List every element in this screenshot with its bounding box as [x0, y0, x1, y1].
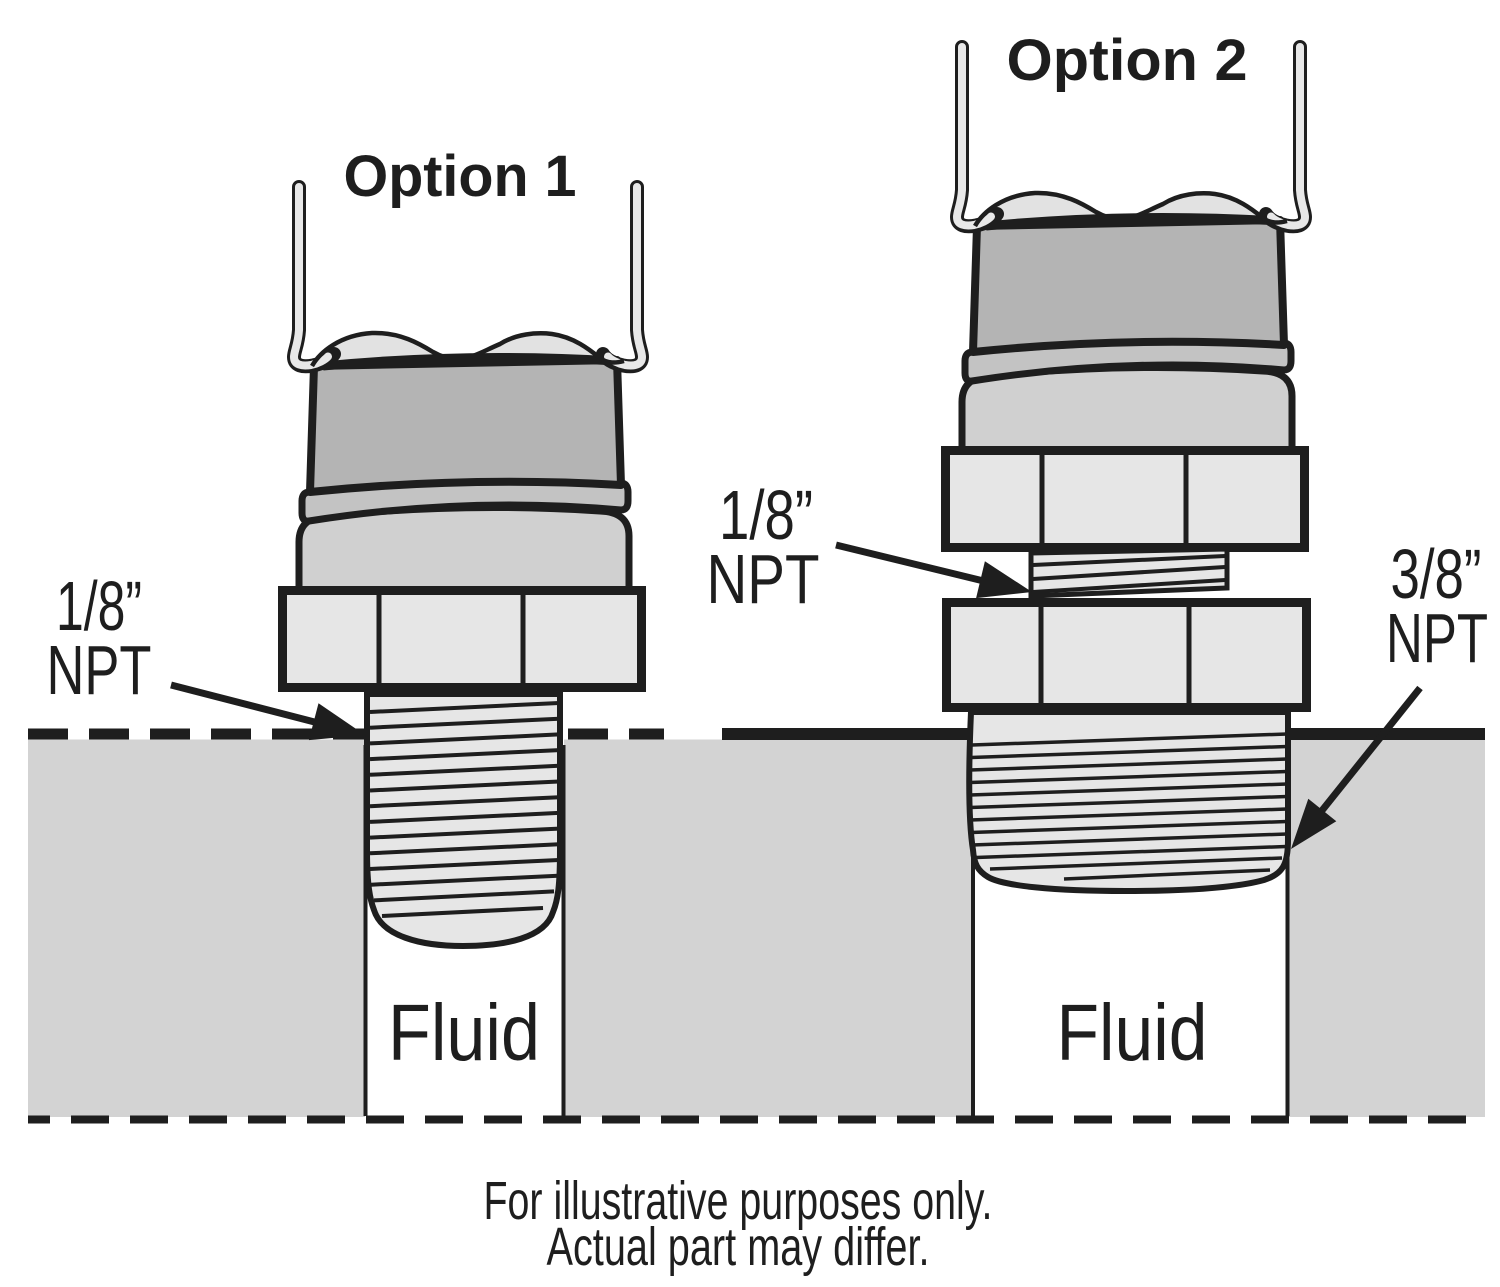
svg-text:Option 2: Option 2 [1007, 28, 1248, 93]
svg-text:For illustrative purposes only: For illustrative purposes only. [484, 1171, 993, 1231]
svg-text:Fluid: Fluid [1057, 988, 1208, 1077]
svg-text:1/8”: 1/8” [56, 567, 142, 645]
svg-text:Fluid: Fluid [388, 988, 540, 1077]
svg-text:1/8”: 1/8” [719, 476, 813, 554]
svg-text:Option 1: Option 1 [344, 144, 577, 209]
svg-text:Actual part may differ.: Actual part may differ. [547, 1217, 930, 1277]
svg-text:NPT: NPT [1386, 599, 1488, 677]
svg-text:NPT: NPT [47, 631, 152, 709]
svg-text:3/8”: 3/8” [1391, 535, 1482, 613]
svg-text:NPT: NPT [707, 540, 820, 618]
